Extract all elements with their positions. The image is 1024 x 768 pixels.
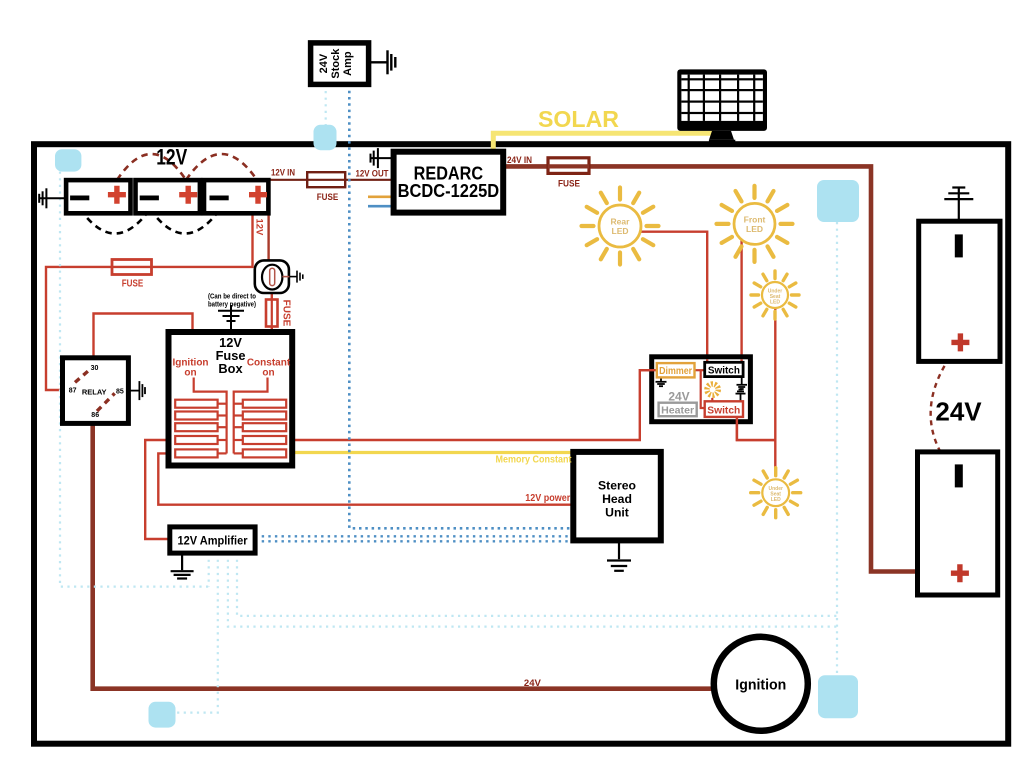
svg-text:Under: Under (768, 486, 783, 492)
svg-text:FUSE: FUSE (281, 300, 292, 327)
svg-text:(Can be direct to: (Can be direct to (208, 294, 256, 301)
svg-text:85: 85 (116, 389, 124, 396)
svg-text:LED: LED (771, 497, 781, 503)
svg-text:battery negative): battery negative) (208, 302, 256, 309)
svg-text:FUSE: FUSE (558, 179, 580, 190)
svg-text:30: 30 (91, 365, 99, 372)
svg-text:24V: 24V (318, 53, 330, 73)
svg-text:on: on (262, 368, 274, 379)
svg-text:FUSE: FUSE (122, 279, 144, 290)
svg-text:Under: Under (768, 289, 783, 295)
svg-text:24V: 24V (668, 389, 689, 403)
svg-text:12V IN: 12V IN (271, 168, 295, 178)
svg-text:BCDC-1225D: BCDC-1225D (398, 181, 500, 201)
svg-text:REDARC: REDARC (414, 164, 484, 184)
svg-text:12V Amplifier: 12V Amplifier (178, 534, 248, 548)
svg-text:LED: LED (612, 226, 629, 236)
svg-text:Rear: Rear (611, 217, 631, 227)
svg-text:Heater: Heater (661, 404, 694, 416)
svg-text:Box: Box (218, 361, 243, 376)
svg-text:12V: 12V (254, 218, 265, 236)
svg-text:on: on (184, 368, 196, 379)
svg-text:12V: 12V (219, 335, 242, 350)
svg-text:Front: Front (744, 214, 766, 224)
svg-text:24V: 24V (935, 397, 982, 427)
svg-text:Fuse: Fuse (216, 348, 246, 363)
svg-text:Switch: Switch (708, 364, 740, 376)
svg-text:Amp: Amp (342, 51, 354, 76)
svg-text:12V: 12V (156, 145, 187, 170)
svg-text:Ignition: Ignition (735, 676, 786, 693)
svg-text:12V OUT: 12V OUT (356, 169, 389, 180)
svg-text:Seat: Seat (770, 492, 781, 498)
svg-text:RELAY: RELAY (82, 387, 107, 396)
svg-text:86: 86 (91, 412, 99, 419)
svg-text:Constant: Constant (247, 357, 291, 368)
svg-text:Dimmer: Dimmer (659, 366, 692, 377)
svg-text:24V IN: 24V IN (507, 155, 532, 165)
svg-text:Ignition: Ignition (172, 357, 208, 368)
svg-text:Switch: Switch (707, 405, 740, 417)
svg-text:FUSE: FUSE (317, 192, 339, 203)
svg-text:SOLAR: SOLAR (538, 106, 619, 132)
svg-text:Stock: Stock (330, 48, 342, 79)
svg-text:Seat: Seat (770, 294, 781, 300)
svg-text:Unit: Unit (605, 506, 629, 520)
svg-text:LED: LED (746, 224, 763, 234)
svg-text:12V power: 12V power (525, 492, 570, 504)
svg-text:87: 87 (69, 387, 77, 394)
svg-text:Memory Constant: Memory Constant (496, 454, 573, 465)
svg-text:24V: 24V (524, 678, 542, 689)
svg-text:Stereo: Stereo (598, 479, 636, 493)
svg-text:LED: LED (770, 300, 780, 306)
svg-text:Head: Head (602, 492, 632, 506)
